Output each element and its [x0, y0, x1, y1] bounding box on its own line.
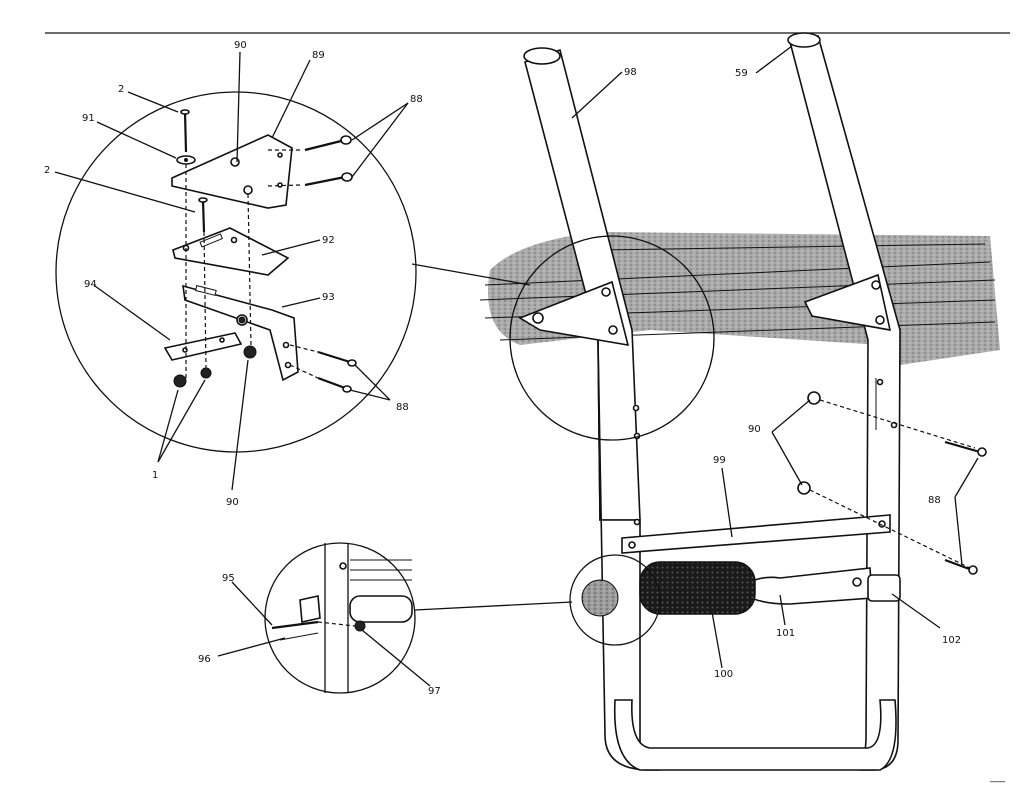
page-mark: ___ [989, 772, 1006, 783]
detail-circle-grip-end [569, 554, 661, 646]
label-90-lower: 90 [226, 497, 239, 508]
label-99: 99 [713, 455, 726, 466]
part-labels: 90 89 2 91 88 2 92 94 93 88 1 90 98 59 9… [44, 40, 1006, 783]
label-91: 91 [82, 113, 95, 124]
label-100: 100 [714, 669, 733, 680]
label-59: 59 [735, 68, 748, 79]
label-95: 95 [222, 573, 235, 584]
leader-lines [54, 45, 979, 687]
label-96: 96 [198, 654, 211, 665]
exploded-bracket-parts [163, 109, 357, 393]
label-101: 101 [776, 628, 795, 639]
label-102: 102 [942, 635, 961, 646]
label-93: 93 [322, 292, 335, 303]
label-92: 92 [322, 235, 335, 246]
label-94: 94 [84, 279, 97, 290]
label-90-right: 90 [748, 424, 761, 435]
label-88-right: 88 [928, 495, 941, 506]
detail-circle-deck [509, 235, 715, 441]
clamp-detail-parts [271, 543, 413, 693]
label-89: 89 [312, 50, 325, 61]
label-2-top: 2 [118, 84, 124, 95]
label-1: 1 [152, 470, 158, 481]
label-88-top: 88 [410, 94, 423, 105]
label-88-lower: 88 [396, 402, 409, 413]
label-90-top: 90 [234, 40, 247, 51]
label-98: 98 [624, 67, 637, 78]
label-2-mid: 2 [44, 165, 50, 176]
label-97: 97 [428, 686, 441, 697]
ladder-assembly [518, 32, 987, 771]
detail-circle-bracket [55, 91, 417, 453]
